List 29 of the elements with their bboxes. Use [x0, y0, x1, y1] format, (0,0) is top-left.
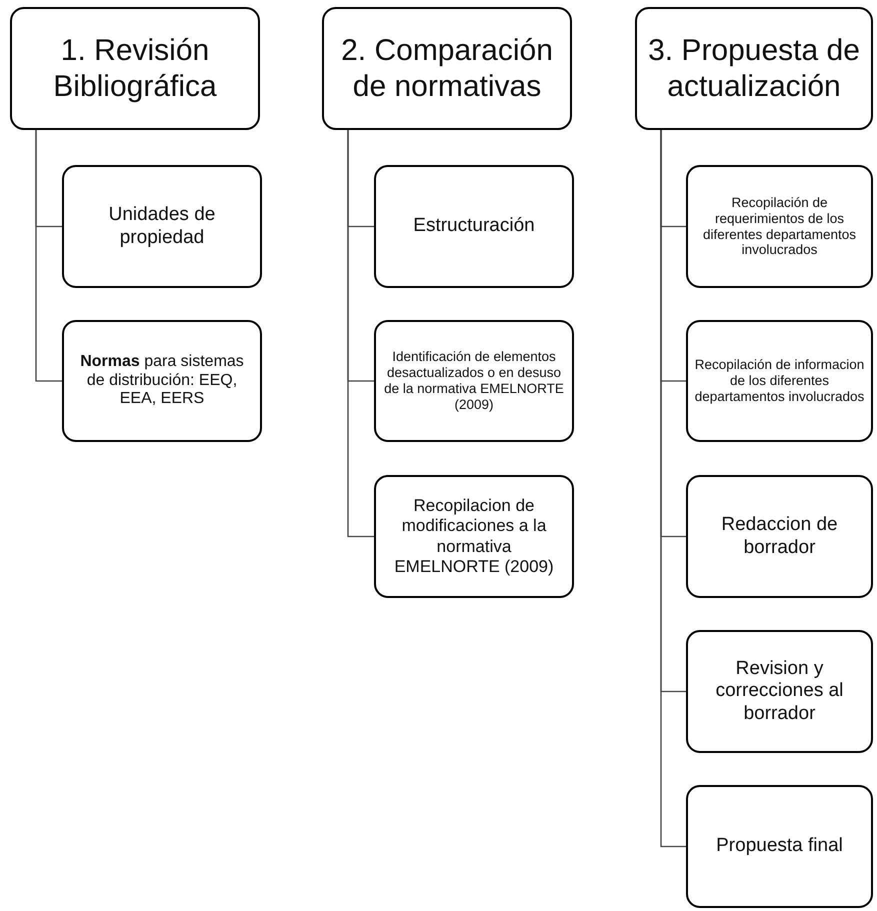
step-box [686, 475, 873, 598]
connector-line [347, 130, 374, 538]
step-box [374, 320, 574, 442]
heading-box [322, 7, 572, 130]
box-text: 1. Revisión Bibliográfica [52, 33, 218, 104]
step-box [686, 785, 873, 908]
box-text: Unidades de propiedad [108, 204, 216, 249]
box-text: Redaccion de borrador [720, 514, 839, 559]
step-box [62, 320, 262, 442]
box-text: Recopilación de requerimientos de los diferentes departamentos involucrados [702, 194, 858, 258]
box-text: Normas para sistemas de distribución: EEQ, EEA, EERS [79, 352, 245, 410]
connector-line [35, 130, 62, 382]
step-box [686, 630, 873, 753]
box-text: Identificación de elementos desactualizados o en desuso de la normativa EMELNORTE (2009) [383, 349, 565, 413]
heading-box [635, 7, 873, 130]
box-text: Propuesta final [716, 835, 843, 858]
step-box [686, 320, 873, 442]
connector-line [660, 130, 686, 848]
step-box [62, 165, 262, 288]
box-text: Recopilación de informacion de los diferentes departamentos involucrados [694, 357, 865, 405]
box-text: 2. Comparación de normativas [340, 33, 554, 104]
box-text: Revision y correcciones al borrador [714, 658, 844, 726]
box-text: Recopilacion de modificaciones a la normativa EMELNORTE (2009) [393, 496, 555, 577]
heading-box [10, 7, 260, 130]
box-text: 3. Propuesta de actualización [647, 33, 861, 104]
step-box [374, 165, 574, 288]
box-text: Estructuración [413, 215, 535, 238]
step-box [686, 165, 873, 288]
step-box [374, 475, 574, 598]
